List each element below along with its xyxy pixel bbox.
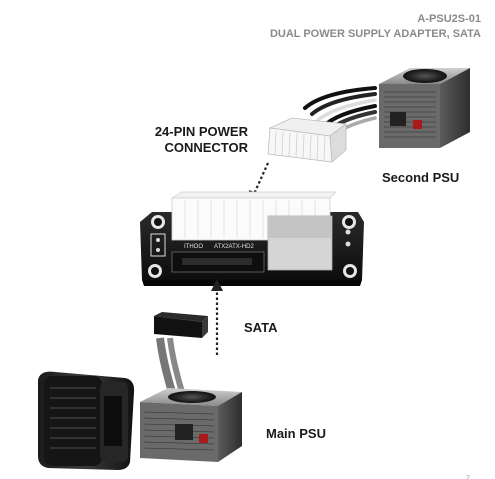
second-psu-label: Second PSU xyxy=(382,170,460,185)
footer-mark: 2 xyxy=(466,475,470,479)
sata-arrow xyxy=(211,279,223,355)
connector-label-line1: 24-PIN POWER xyxy=(154,124,248,139)
board-silkscreen-right: ATX2ATX-HD2 xyxy=(214,244,254,250)
sata-label: SATA xyxy=(244,320,278,335)
connector-label: 24-PIN POWER CONNECTOR xyxy=(133,124,248,156)
board-silkscreen-left: ITHOO xyxy=(184,244,203,250)
diagram-subtitle: DUAL POWER SUPPLY ADAPTER, SATA xyxy=(269,28,481,40)
adapter-board: ITHOO ATX2ATX-HD2 xyxy=(140,191,364,286)
model-code: A-PSU2S-01 xyxy=(417,13,481,25)
sata-cable-plug xyxy=(154,312,208,394)
main-psu-image xyxy=(140,388,242,462)
atx-24pin-plug xyxy=(267,117,348,163)
main-psu-label: Main PSU xyxy=(266,426,326,441)
second-psu-image xyxy=(379,68,470,148)
connector-label-line2: CONNECTOR xyxy=(164,140,248,155)
pc-tower-image xyxy=(38,371,135,470)
